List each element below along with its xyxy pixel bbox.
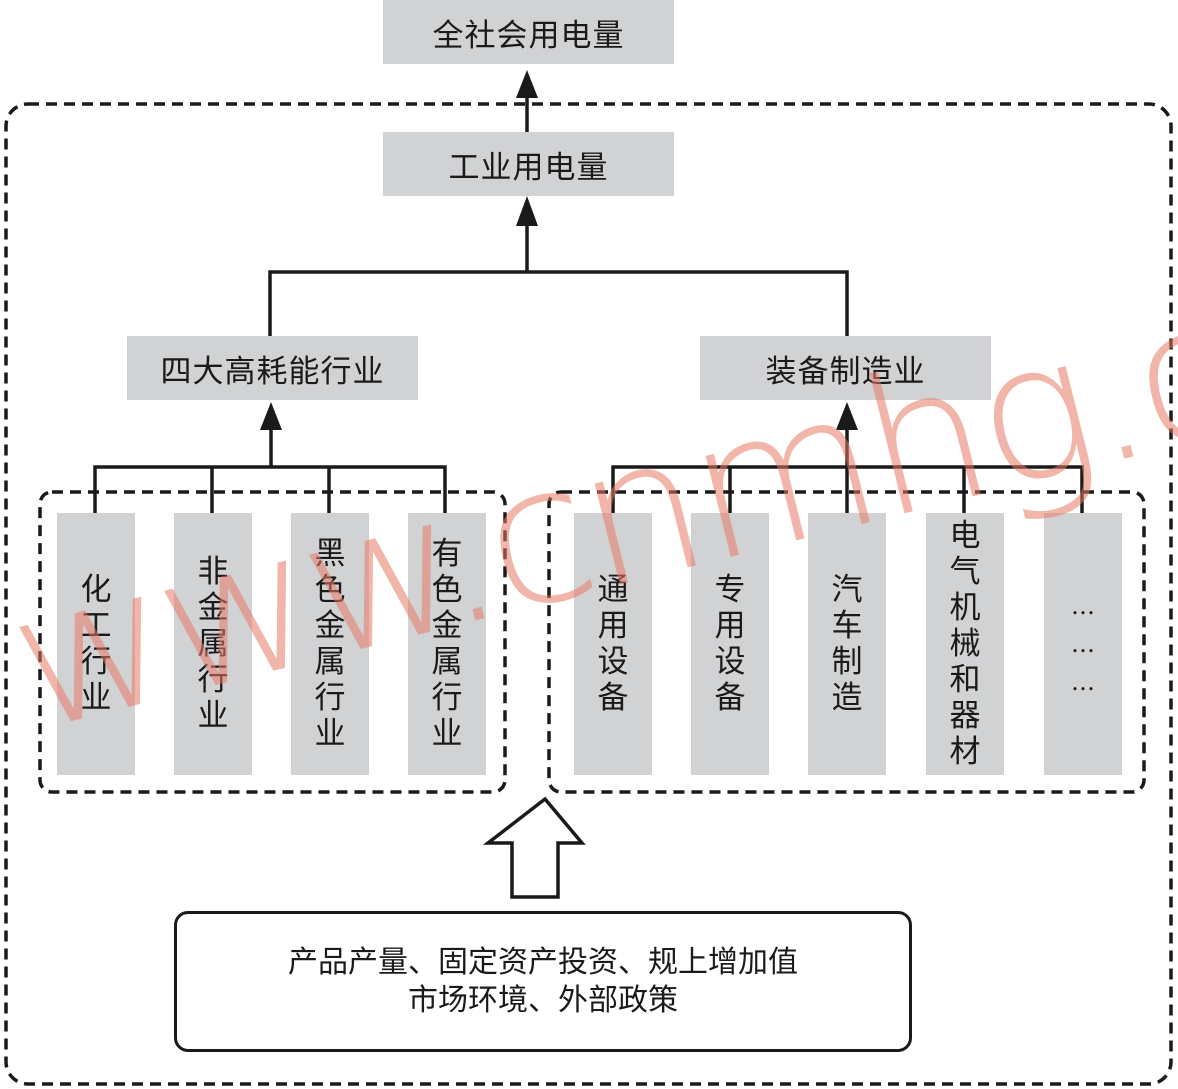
vertical-label: 黑色金属行业: [315, 536, 346, 752]
vertical-glyph: 属: [197, 626, 229, 662]
vertical-glyph: 和: [949, 662, 981, 698]
vertical-label: 电气机械和器材: [950, 518, 981, 770]
vertical-glyph: 色: [314, 572, 346, 608]
equipment-manufacturing-label: 装备制造业: [765, 353, 926, 390]
hollow-up-arrow: [482, 796, 586, 899]
total-electricity-box: 全社会用电量: [383, 0, 674, 64]
vertical-glyph: 色: [431, 572, 463, 608]
industrial-electricity-box: 工业用电量: [383, 132, 674, 196]
high-energy-industries-label: 四大高耗能行业: [160, 353, 385, 390]
vertical-glyph: 金: [431, 608, 463, 644]
child-box-automobile: 汽车制造: [808, 513, 886, 775]
vertical-glyph: 设: [714, 644, 746, 680]
vertical-label: 化工行业: [81, 572, 112, 716]
factors-line-1: 产品产量、固定资产投资、规上增加值: [288, 944, 798, 980]
factors-box: 产品产量、固定资产投资、规上增加值 市场环境、外部政策: [174, 911, 912, 1052]
vertical-label: 通用设备: [598, 572, 629, 716]
total-electricity-label: 全社会用电量: [432, 17, 625, 54]
high-energy-industries-box: 四大高耗能行业: [127, 336, 418, 400]
vertical-glyph: 业: [80, 680, 112, 716]
vertical-glyph: …: [1071, 592, 1095, 620]
vertical-glyph: 器: [949, 698, 981, 734]
vertical-glyph: …: [1071, 668, 1095, 696]
vertical-glyph: 属: [314, 644, 346, 680]
child-box-electrical-machinery: 电气机械和器材: [926, 513, 1004, 775]
industrial-electricity-label: 工业用电量: [448, 149, 609, 186]
vertical-glyph: 金: [314, 608, 346, 644]
left-group-dashed-frame: [38, 490, 507, 794]
vertical-glyph: 设: [597, 644, 629, 680]
vertical-glyph: 工: [80, 608, 112, 644]
vertical-glyph: 气: [949, 554, 981, 590]
arrow-groups-to-industrial: [268, 196, 849, 336]
factors-line-2: 市场环境、外部政策: [408, 982, 678, 1018]
arrow-right-children-to-group: [611, 402, 1084, 514]
vertical-glyph: 机: [949, 590, 981, 626]
vertical-glyph: 制: [831, 644, 863, 680]
vertical-glyph: 通: [597, 572, 629, 608]
vertical-glyph: 备: [714, 680, 746, 716]
vertical-glyph: 金: [197, 590, 229, 626]
vertical-glyph: 业: [197, 698, 229, 734]
arrow-industrial-to-total: [516, 70, 538, 132]
vertical-glyph: 专: [714, 572, 746, 608]
vertical-glyph: 用: [714, 608, 746, 644]
vertical-glyph: 行: [431, 680, 463, 716]
vertical-label: … … …: [1071, 587, 1095, 701]
child-box-ferrous: 黑色金属行业: [291, 513, 369, 775]
vertical-label: 汽车制造: [832, 572, 863, 716]
child-box-nonferrous: 有色金属行业: [408, 513, 486, 775]
vertical-glyph: 造: [831, 680, 863, 716]
child-box-nonmetal: 非金属行业: [174, 513, 252, 775]
right-group-dashed-frame: [547, 490, 1146, 794]
vertical-label: 有色金属行业: [432, 536, 463, 752]
child-box-special-equipment: 专用设备: [691, 513, 769, 775]
vertical-glyph: 业: [314, 716, 346, 752]
vertical-glyph: 化: [80, 572, 112, 608]
vertical-glyph: …: [1071, 630, 1095, 658]
child-box-ellipsis: … … …: [1044, 513, 1122, 775]
vertical-label: 非金属行业: [198, 554, 229, 734]
vertical-glyph: 行: [80, 644, 112, 680]
arrow-left-children-to-group: [93, 402, 447, 514]
vertical-glyph: 非: [197, 554, 229, 590]
outer-dashed-region: [4, 102, 1173, 1086]
vertical-glyph: 车: [831, 608, 863, 644]
vertical-glyph: 备: [597, 680, 629, 716]
vertical-glyph: 电: [949, 518, 981, 554]
vertical-glyph: 材: [949, 734, 981, 770]
vertical-glyph: 械: [949, 626, 981, 662]
vertical-glyph: 汽: [831, 572, 863, 608]
vertical-glyph: 用: [597, 608, 629, 644]
child-box-general-equipment: 通用设备: [574, 513, 652, 775]
equipment-manufacturing-box: 装备制造业: [700, 336, 991, 400]
child-box-chemical: 化工行业: [57, 513, 135, 775]
vertical-glyph: 行: [197, 662, 229, 698]
vertical-glyph: 业: [431, 716, 463, 752]
vertical-glyph: 行: [314, 680, 346, 716]
vertical-glyph: 属: [431, 644, 463, 680]
vertical-glyph: 有: [431, 536, 463, 572]
vertical-glyph: 黑: [314, 536, 346, 572]
vertical-label: 专用设备: [715, 572, 746, 716]
